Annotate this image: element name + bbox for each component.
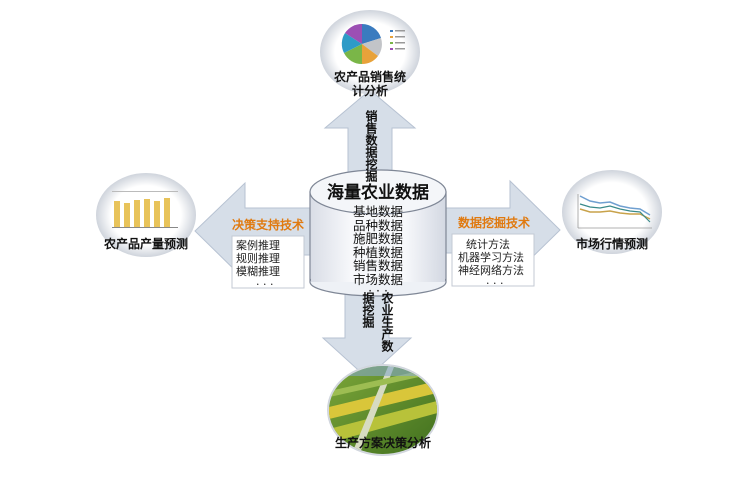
top-circle: [320, 10, 420, 94]
bottom-label: 生产方案决策分析: [334, 436, 431, 450]
center-item: 基地数据: [352, 204, 403, 219]
left-label: 农产品产量预测: [103, 237, 188, 251]
left-circle: [96, 173, 196, 257]
left-arrow-text: 决策支持技术: [231, 218, 304, 232]
method-item: 规则推理: [236, 252, 280, 265]
bottom-arrow-text-line1: 农业生产数: [380, 292, 394, 352]
method-item: 机器学习方法: [458, 251, 524, 264]
center-item-list: 基地数据 品种数据 施肥数据 种植数据 销售数据 市场数据 · · ·: [310, 204, 446, 298]
right-circle: [562, 170, 662, 254]
method-item: 案例推理: [236, 239, 280, 252]
center-item: 种植数据: [352, 244, 403, 260]
right-methods-box: [451, 233, 535, 287]
pie-thumbnail: [341, 23, 405, 65]
method-item: 统计方法: [466, 238, 510, 251]
top-arrow-text: 销售数据挖掘: [364, 110, 378, 182]
field-photo: [329, 366, 437, 454]
left-methods-list: 案例推理 规则推理 模糊推理 · · ·: [236, 239, 300, 291]
database-cylinder: [309, 169, 447, 297]
right-methods-list: 统计方法 机器学习方法 神经网络方法 · · ·: [458, 238, 534, 290]
method-item: 模糊推理: [236, 265, 280, 278]
center-item: 销售数据: [352, 258, 403, 273]
bottom-circle: [327, 364, 439, 456]
top-label-line2: 计分析: [351, 84, 388, 98]
top-label: 农产品销售统 计分析: [318, 70, 422, 98]
right-arrow-text: 数据挖掘技术: [457, 216, 530, 230]
center-item: 施肥数据: [352, 231, 403, 246]
center-title: 海量农业数据: [327, 183, 429, 203]
left-methods-box: [231, 235, 305, 289]
method-item: 神经网络方法: [458, 264, 524, 277]
bottom-arrow-text-line2: 据挖掘: [361, 292, 375, 328]
method-item: · · ·: [486, 277, 504, 290]
line-thumbnail: [577, 194, 652, 229]
bar-thumbnail: [112, 191, 178, 228]
bottom-arrow-text: 农业生产数 据挖掘: [360, 292, 396, 352]
center-ellipsis: · · ·: [368, 283, 388, 298]
top-label-line1: 农产品销售统: [333, 70, 406, 84]
center-item: 市场数据: [352, 271, 403, 287]
center-item: 品种数据: [352, 217, 403, 233]
right-label: 市场行情预测: [575, 237, 648, 251]
method-item: · · ·: [256, 278, 274, 291]
